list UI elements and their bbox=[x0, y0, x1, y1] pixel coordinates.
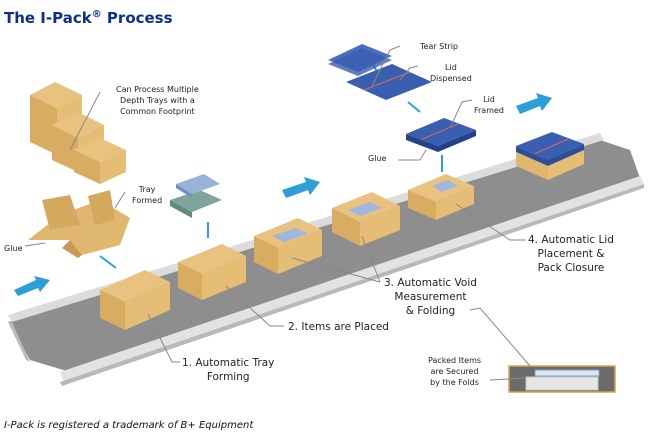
trademark-footer: I-Pack is registered a trademark of B+ E… bbox=[4, 420, 254, 431]
callout-line: Dispensed bbox=[430, 74, 472, 83]
arrow-icon-right bbox=[516, 93, 552, 114]
arrow-icon-middle bbox=[282, 177, 320, 198]
step-line: Placement & bbox=[537, 248, 605, 260]
stacked-trays bbox=[30, 82, 126, 184]
step-line: & Folding bbox=[405, 305, 456, 317]
callout-line: by the Folds bbox=[430, 378, 479, 387]
callout-line: Tray bbox=[138, 185, 156, 194]
callout-line: are Secured bbox=[430, 367, 479, 376]
callout-line: Can Process Multiple bbox=[116, 85, 199, 94]
step-1-label: 1. Automatic Tray Forming bbox=[182, 356, 274, 384]
lid-framed bbox=[406, 118, 476, 152]
callout-lid-dispensed: Lid Dispensed bbox=[430, 62, 472, 84]
callout-line: Depth Trays with a bbox=[120, 96, 195, 105]
callout-packed-items: Packed Items are Secured by the Folds bbox=[428, 355, 481, 388]
arrow-small-4 bbox=[407, 101, 421, 113]
step-4-label: 4. Automatic Lid Placement & Pack Closur… bbox=[528, 233, 614, 275]
lid-stack bbox=[328, 44, 392, 76]
tray-1 bbox=[100, 270, 170, 330]
leader-lines bbox=[147, 45, 531, 381]
lid-dispensed bbox=[346, 64, 432, 100]
title-text: The I-Pack bbox=[4, 9, 92, 27]
step-line: 2. Items are Placed bbox=[288, 321, 389, 333]
callout-glue-left: Glue bbox=[4, 244, 23, 253]
callout-line: Lid bbox=[445, 63, 457, 72]
arrow-small-1 bbox=[99, 255, 117, 269]
closed-pack bbox=[516, 132, 584, 180]
tray-3 bbox=[254, 218, 322, 274]
callout-line: Common Footprint bbox=[120, 107, 195, 116]
callout-line: Lid bbox=[483, 95, 495, 104]
callout-line: Packed Items bbox=[428, 356, 482, 365]
step-3-label: 3. Automatic Void Measurement & Folding bbox=[384, 276, 477, 318]
step-line: Measurement bbox=[394, 291, 467, 303]
tray-5-lid bbox=[408, 174, 474, 220]
items-stack bbox=[170, 174, 222, 218]
step-2-label: 2. Items are Placed bbox=[288, 320, 389, 334]
step-line: 1. Automatic Tray bbox=[182, 357, 275, 369]
page-title: The I-Pack® Process bbox=[4, 9, 173, 27]
packed-inset bbox=[508, 365, 616, 393]
callout-glue-lid: Glue bbox=[368, 154, 387, 163]
tray-4-folding bbox=[332, 192, 400, 246]
registered-mark: ® bbox=[91, 9, 102, 20]
tray-2 bbox=[178, 244, 246, 300]
callout-line: Formed bbox=[132, 196, 163, 205]
callout-lid-framed: Lid Framed bbox=[474, 94, 504, 116]
step-line: Forming bbox=[206, 371, 250, 383]
step-line: 4. Automatic Lid bbox=[528, 234, 614, 246]
step-line: 3. Automatic Void bbox=[384, 277, 477, 289]
arrow-icon-left bbox=[14, 276, 50, 296]
callout-tear-strip: Tear Strip bbox=[420, 42, 458, 51]
tray-forming-blank bbox=[28, 190, 130, 258]
callout-tray-formed: Tray Formed bbox=[132, 184, 162, 206]
callout-line: Framed bbox=[474, 106, 505, 115]
callout-multiple-depth: Can Process Multiple Depth Trays with a … bbox=[116, 84, 199, 117]
title-suffix: Process bbox=[101, 9, 173, 27]
step-line: Pack Closure bbox=[537, 262, 605, 274]
